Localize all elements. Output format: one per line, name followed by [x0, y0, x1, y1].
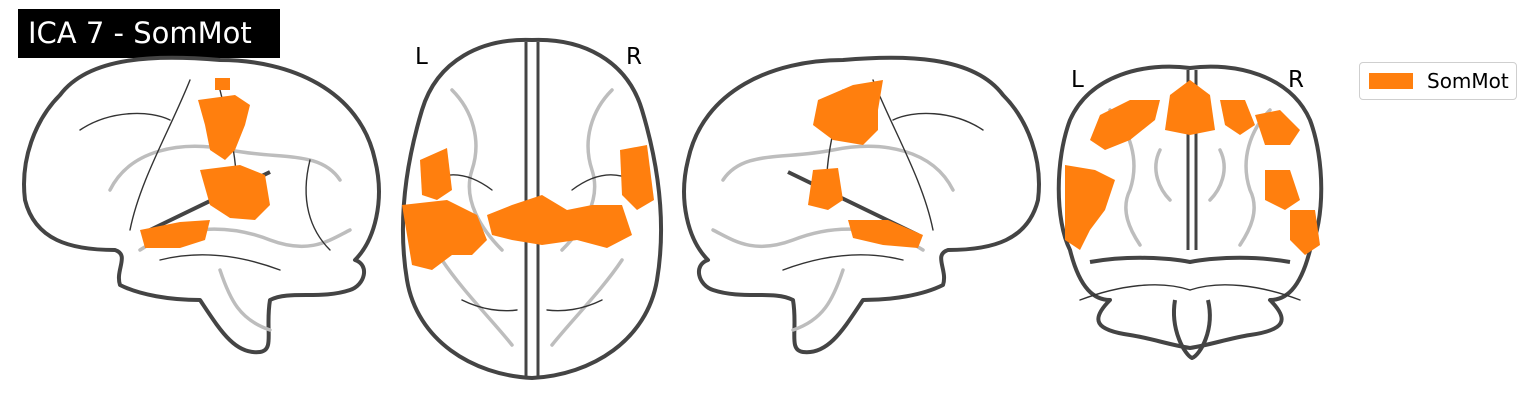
- sommot-activation-axial: [402, 145, 654, 270]
- legend-label: SomMot: [1427, 69, 1509, 93]
- legend-swatch: [1369, 73, 1413, 89]
- sagittal-left-view: [22, 55, 381, 355]
- axial-left-label: L: [415, 44, 428, 70]
- coronal-view: [1056, 64, 1324, 360]
- axial-view: [400, 37, 664, 380]
- coronal-right-label: R: [1288, 67, 1304, 93]
- sagittal-right-view: [682, 55, 1041, 355]
- sommot-activation-sagittal-left: [140, 78, 270, 248]
- coronal-left-label: L: [1071, 67, 1084, 93]
- legend: SomMot: [1359, 62, 1517, 100]
- figure-title: ICA 7 - SomMot: [18, 9, 280, 58]
- sommot-activation-sagittal-right: [808, 80, 923, 248]
- axial-right-label: R: [626, 44, 642, 70]
- sommot-activation-coronal: [1065, 80, 1320, 255]
